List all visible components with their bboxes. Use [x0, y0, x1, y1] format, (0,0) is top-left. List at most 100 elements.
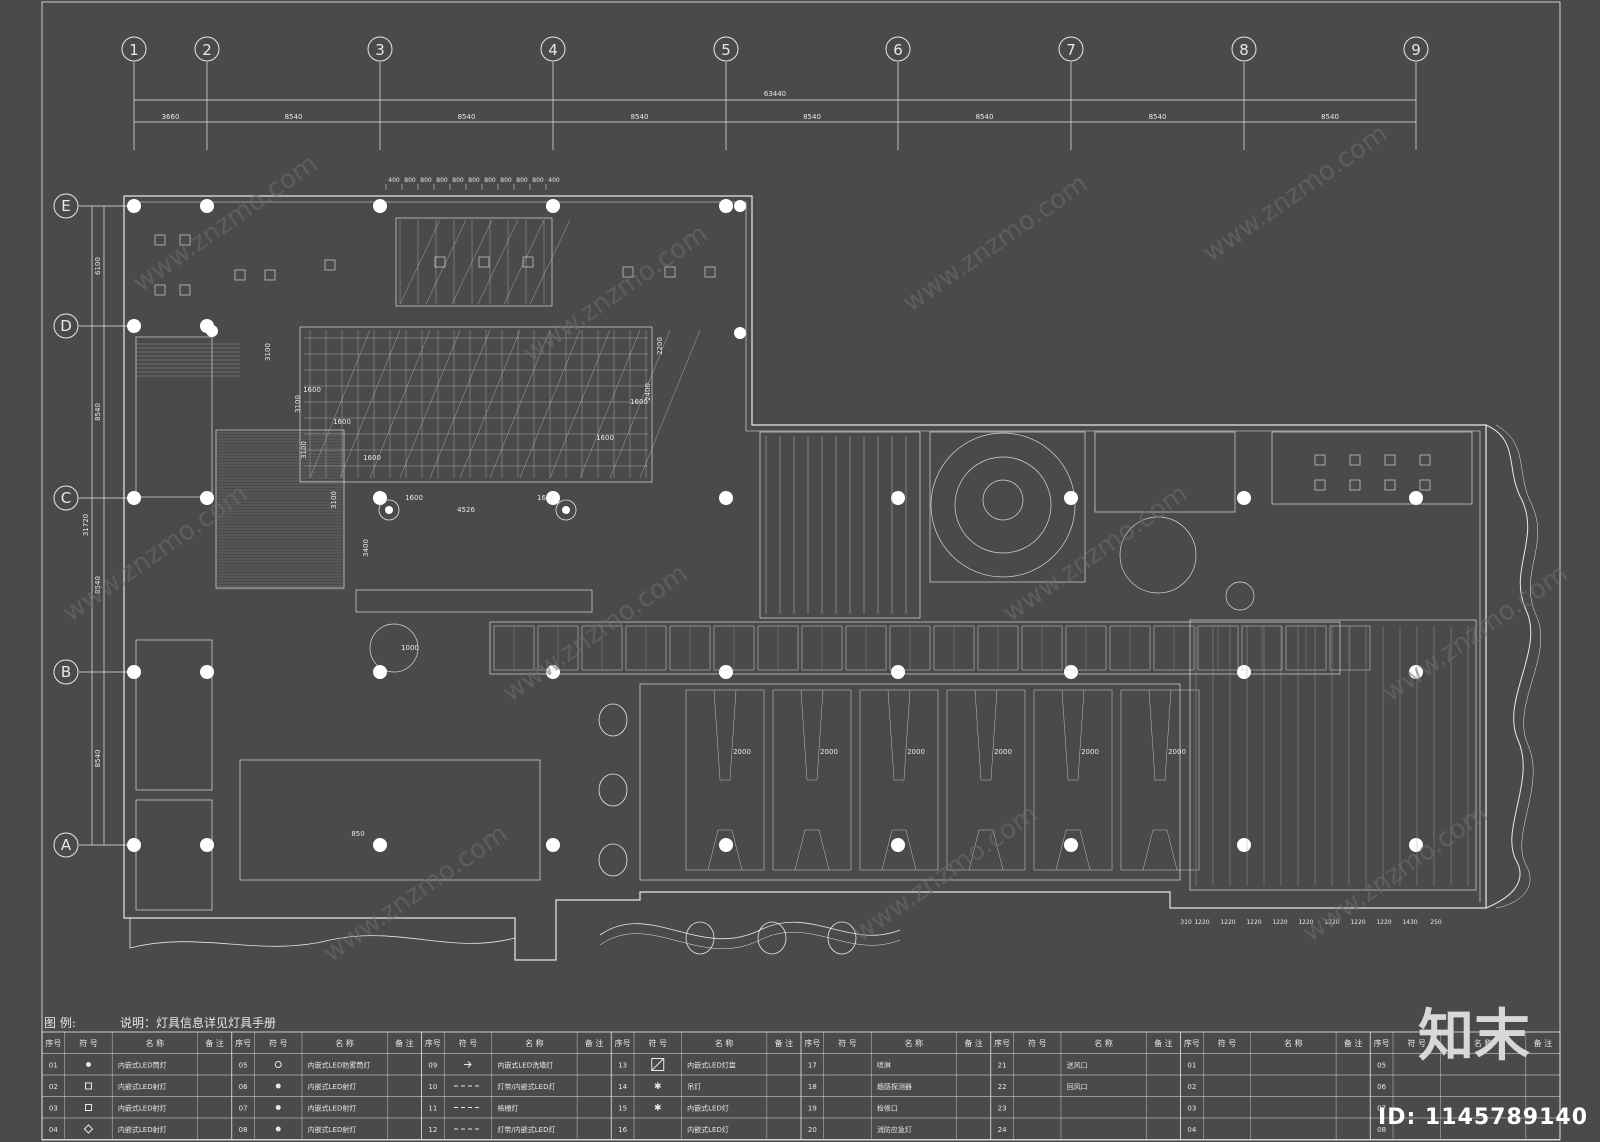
- structural-column-dot: [127, 838, 141, 852]
- structural-column-dot: [891, 491, 905, 505]
- top-dimension-label: 800: [516, 177, 528, 184]
- structural-column-dot: [200, 665, 214, 679]
- legend-header: 序号: [804, 1038, 820, 1048]
- structural-column-dot: [200, 199, 214, 213]
- pendant-light: [555, 499, 577, 521]
- legend-row-number: 08: [239, 1126, 248, 1134]
- room-dimension-label: 1600: [363, 454, 381, 462]
- grid-bubble-col-6: [885, 36, 911, 62]
- top-dimension-label: 800: [500, 177, 512, 184]
- column-spacing-label: 8540: [1321, 113, 1339, 121]
- bay-room: [859, 689, 939, 871]
- grid-label-row-E: E: [61, 197, 70, 215]
- decor-oval: [827, 921, 857, 955]
- room-dimension-label: 1600: [333, 418, 351, 426]
- bay-dimension-label: 2000: [907, 748, 925, 756]
- bay-light-trough: [1055, 829, 1091, 871]
- room-dimension-label: 2400: [644, 383, 652, 401]
- legend-row-name: 灯带/内嵌式LED灯: [497, 1125, 555, 1134]
- legend-header: 序号: [1184, 1038, 1200, 1048]
- watermark-text: www.znzmo.com: [318, 819, 514, 969]
- legend-row-number: 09: [428, 1062, 437, 1070]
- legend-row-name: 喷淋: [877, 1061, 891, 1070]
- light-fixture: [478, 256, 490, 268]
- ceiling-diagonal-line: [429, 329, 491, 479]
- legend-row-number: 16: [618, 1126, 627, 1134]
- structural-column-dot: [719, 665, 733, 679]
- legend-symbol-square: [84, 1104, 92, 1111]
- grid-bubble-col-8: [1231, 36, 1257, 62]
- legend-row-number: 07: [239, 1105, 248, 1113]
- structural-column-dot: [1064, 665, 1078, 679]
- ceiling-diagonal-line: [579, 329, 641, 479]
- legend-row-number: 20: [808, 1126, 817, 1134]
- light-fixture: [1384, 479, 1396, 491]
- row-spacing-label: 8540: [94, 403, 102, 421]
- legend-header: 备 注: [1534, 1038, 1553, 1048]
- legend-header: 序号: [235, 1038, 251, 1048]
- column-spacing-label: 8540: [803, 113, 821, 121]
- watermark-text: www.znzmo.com: [58, 479, 254, 629]
- room-dimension-label: 1600: [537, 494, 555, 502]
- row-spacing-label: 8540: [94, 750, 102, 768]
- legend-note: 说明：灯具信息详见灯具手册: [120, 1015, 276, 1030]
- room-dimension-label: 1000: [401, 644, 419, 652]
- bay-light-trough: [974, 689, 998, 781]
- legend-symbol-dot: [275, 1083, 281, 1089]
- top-dimension-label: 800: [404, 177, 416, 184]
- ceiling-diagonal-line: [399, 219, 441, 305]
- room-dimension-label: 1600: [303, 386, 321, 394]
- bottom-dimension-label: 310: [1180, 919, 1192, 926]
- bottom-dimension-label: 1220: [1298, 919, 1313, 926]
- legend-row-name: 灯带/内嵌式LED灯: [497, 1082, 555, 1091]
- ceiling-diagonal-line: [609, 329, 671, 479]
- ceiling-diagonal-line: [339, 329, 401, 479]
- legend-title: 图 例:: [44, 1016, 76, 1030]
- structural-column-dot: [373, 199, 387, 213]
- grid-bubble-col-7: [1058, 36, 1084, 62]
- structural-column-dot: [1064, 838, 1078, 852]
- top-dimension-label: 400: [388, 177, 400, 184]
- pendant-light-core: [562, 506, 570, 514]
- legend-symbol-star: ✱: [654, 1104, 662, 1114]
- top-dimension-label: 800: [532, 177, 544, 184]
- watermark-text: www.znzmo.com: [1198, 119, 1394, 269]
- legend-symbol-dot: [275, 1126, 281, 1132]
- column-spacing-label: 3660: [162, 113, 180, 121]
- overall-width-label: 63440: [764, 90, 786, 98]
- legend-row-name: 内嵌式LED筒灯: [118, 1061, 167, 1070]
- light-fixture: [154, 284, 166, 296]
- structural-column-dot: [1409, 665, 1423, 679]
- light-fixture: [1384, 454, 1396, 466]
- legend-header: 名 称: [335, 1038, 354, 1048]
- legend-symbol-box-diagonal: [651, 1058, 665, 1071]
- bottom-dimension-label: 1220: [1194, 919, 1209, 926]
- bay-light-trough: [1148, 689, 1172, 781]
- structural-column-dot: [127, 199, 141, 213]
- bay-light-trough: [713, 689, 737, 781]
- light-fixture: [264, 269, 276, 281]
- ceiling-diagonal-line: [425, 219, 467, 305]
- bay-dimension-label: 2000: [1081, 748, 1099, 756]
- legend-row-number: 02: [49, 1083, 58, 1091]
- legend-row-number: 05: [1377, 1062, 1386, 1070]
- watermark-text: www.znzmo.com: [898, 169, 1094, 319]
- legend-symbol-diamond: [83, 1124, 94, 1134]
- legend-row-number: 03: [49, 1105, 58, 1113]
- light-fixture: [234, 269, 246, 281]
- grid-label-col-4: 4: [548, 41, 558, 59]
- structural-column-dot: [1237, 838, 1251, 852]
- ceiling-diagonal-line: [639, 329, 701, 479]
- ceiling-diagonal-line: [529, 219, 571, 305]
- structural-column-dot: [200, 491, 214, 505]
- legend-row-number: 07: [1377, 1105, 1386, 1113]
- structural-column-dot: [546, 665, 560, 679]
- ceiling-diagonal-line: [399, 329, 461, 479]
- room-dimension-label: 3100: [264, 343, 272, 361]
- legend-row-number: 18: [808, 1083, 817, 1091]
- structural-column-dot: [127, 665, 141, 679]
- structural-column-dot: [200, 838, 214, 852]
- grid-bubble-col-9: [1403, 36, 1429, 62]
